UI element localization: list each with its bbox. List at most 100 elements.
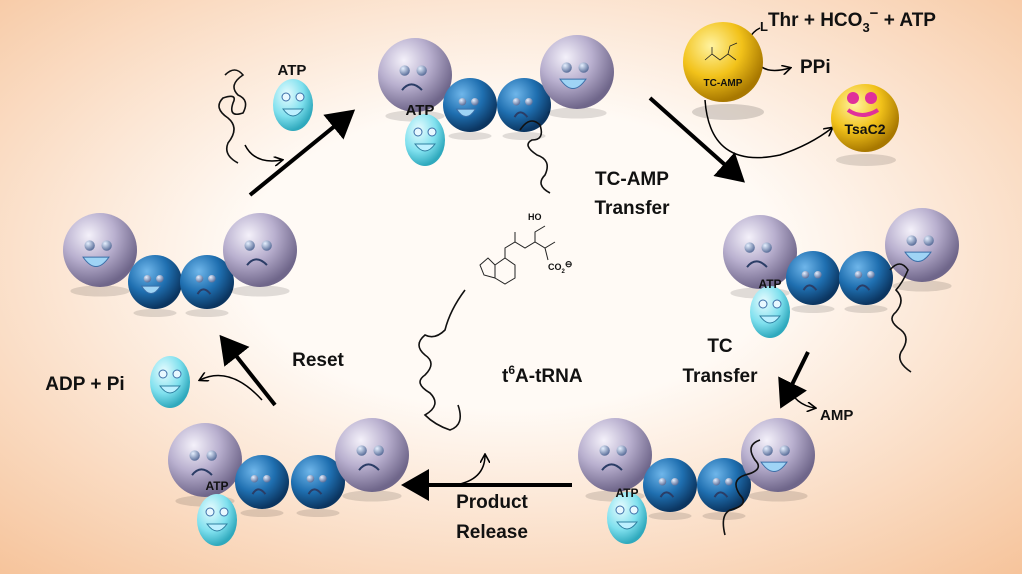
frown [802, 284, 818, 291]
t6a-atom-co2: CO2⊖ [548, 259, 572, 275]
free-atp-egg-icon [273, 79, 313, 131]
smile [760, 461, 788, 472]
arrow-adp-out [200, 376, 263, 401]
eye [206, 450, 217, 461]
eye [779, 445, 790, 456]
product-release-label-line1: Product [456, 492, 528, 513]
complex-atp-bound-atp-egg-icon [405, 114, 445, 166]
complex-idle-tsab-blue-subunit-2 [180, 255, 234, 318]
tc-amp-transfer-label-line1: TC-AMP [595, 169, 669, 190]
side-arrows [200, 27, 832, 486]
eye [373, 445, 384, 456]
tsac2-ball: TsaC2 [831, 84, 899, 166]
complex-idle-tsab-subunit-3 [223, 213, 297, 297]
reset-label: Reset [292, 350, 344, 371]
eye [512, 97, 521, 106]
complex-product-formed-tsab-blue-subunit-1 [235, 455, 289, 518]
eye [319, 474, 327, 483]
eye [101, 240, 112, 251]
labels: ATP ATP ATP ATP ATP LThr + HCO3− + ATP P… [45, 5, 936, 543]
eye [906, 235, 917, 246]
free-atp-label: ATP [278, 62, 307, 79]
eye [712, 477, 721, 486]
t6a-atom-ho: HO [528, 212, 542, 222]
trna-bottom-right-icon [722, 439, 761, 536]
eye [599, 445, 610, 456]
eye [263, 474, 271, 483]
arrow-tc-transfer [778, 351, 810, 409]
complex-product-formed-atp-egg-icon [197, 494, 237, 546]
arrow-atp-in [244, 144, 282, 161]
arrow-trna-out [454, 455, 485, 486]
eye [744, 242, 755, 253]
t6a-trna-label: t6A-tRNA [502, 363, 583, 387]
complexes [63, 35, 959, 546]
trna-released-icon [418, 289, 466, 431]
frown [401, 83, 423, 91]
tsac2-ball-label: TsaC2 [845, 121, 886, 137]
smile [82, 256, 110, 267]
eye [725, 477, 733, 486]
adp-pi-egg-icon [150, 356, 190, 408]
eye [561, 62, 572, 73]
eye [189, 450, 200, 461]
arrow-amp-out [786, 384, 815, 408]
eye [208, 274, 216, 283]
tc-amp-transfer-label-line2: Transfer [595, 198, 671, 219]
complex-product-formed-tsab-blue-subunit-2 [291, 455, 345, 518]
frown [855, 284, 871, 291]
eye [578, 62, 589, 73]
smile [455, 108, 477, 117]
ppi-label: PPi [800, 57, 831, 78]
eye [399, 65, 410, 76]
frown [196, 288, 212, 295]
cycle-arrows [219, 96, 810, 501]
complex-tc-transferred-tsab-subunit-3 [741, 418, 815, 502]
eye [814, 270, 822, 279]
complex-idle-tsab-blue-subunit-1 [128, 255, 182, 318]
eye [854, 270, 863, 279]
eye [867, 270, 875, 279]
complex-atp-bound-tsab-blue-subunit-2 [497, 78, 551, 141]
eye [847, 92, 859, 104]
complex-tc-amp-bound-tsab-blue-subunit-2 [839, 251, 893, 314]
tc-amp-ball-label: TC-AMP [704, 78, 743, 89]
complex-tc-transferred-atp-egg-icon [607, 492, 647, 544]
eye [471, 97, 479, 106]
product-release-label-line2: Release [456, 522, 528, 543]
frown [191, 468, 213, 476]
complex-idle-tsab-subunit-0 [63, 213, 137, 297]
frown [246, 258, 268, 266]
bottom-left-atp-label: ATP [205, 479, 228, 493]
smile [140, 285, 162, 294]
eye [671, 477, 679, 486]
eye [306, 474, 315, 483]
frown [307, 488, 323, 495]
tc-transfer-label-line1: TC [707, 336, 733, 357]
arrow-tc-amp-to-tsac2 [704, 99, 832, 159]
complex-tc-amp-bound-tsab-subunit-3 [885, 208, 959, 292]
trna-top-icon [519, 120, 551, 194]
eye [416, 65, 427, 76]
trna-free-icon [218, 69, 247, 164]
arrow-atp-binding [248, 109, 356, 197]
trna-right-icon [889, 263, 912, 373]
frown [513, 111, 529, 118]
amp-label: AMP [820, 407, 853, 424]
eye [801, 270, 810, 279]
frown [659, 491, 675, 498]
eye [261, 240, 272, 251]
tc-amp-structure-icon [704, 42, 738, 61]
right-atp-label: ATP [758, 277, 781, 291]
eye [84, 240, 95, 251]
complex-product-formed-tsab-subunit-3 [335, 418, 409, 502]
tc-transfer-label-line2: Transfer [683, 366, 759, 387]
frown [251, 488, 267, 495]
eye [244, 240, 255, 251]
smile [846, 108, 880, 117]
complex-tc-transferred-tsab-blue-subunit-2 [697, 458, 751, 521]
eye [616, 445, 627, 456]
eye [143, 274, 152, 283]
smile [559, 78, 587, 89]
